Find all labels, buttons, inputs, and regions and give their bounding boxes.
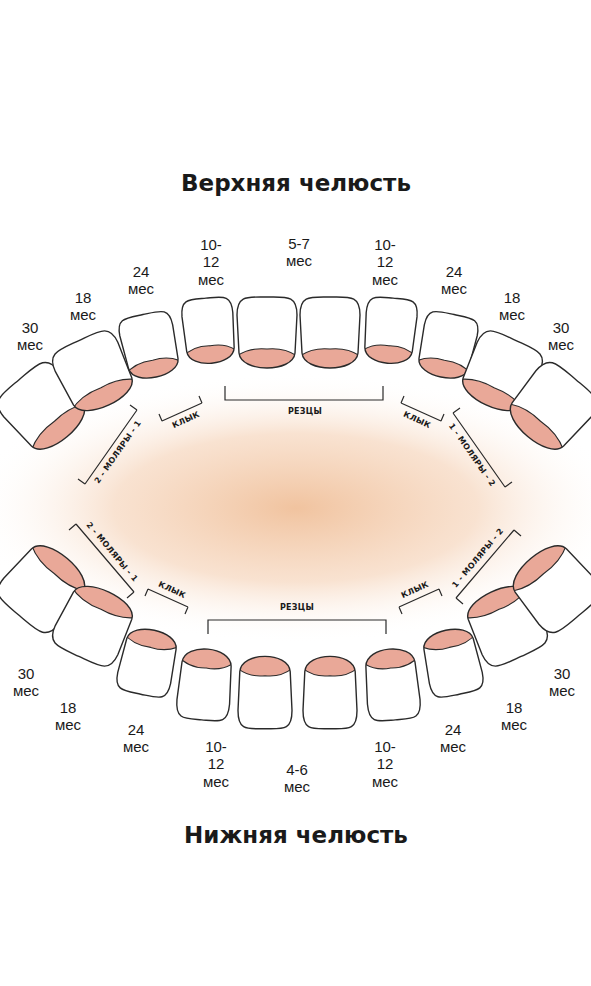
age-label: 10-12 мес: [203, 738, 229, 790]
lower-teeth: [0, 523, 591, 728]
age-label: 30 мес: [17, 319, 43, 354]
age-label: 30 мес: [549, 665, 575, 700]
group-brackets: [69, 386, 521, 634]
age-label: 24 мес: [441, 263, 467, 298]
age-label: 30 мес: [13, 665, 39, 700]
age-label: 18 мес: [55, 699, 81, 734]
age-label: 30 мес: [548, 319, 574, 354]
group-label: РЕЗЦЫ: [280, 603, 314, 612]
age-label: 18 мес: [70, 289, 96, 324]
age-label: 10-12 мес: [198, 236, 224, 288]
age-label: 10-12 мес: [372, 236, 398, 288]
age-label: 4-6 мес: [284, 761, 310, 796]
group-label: РЕЗЦЫ: [288, 407, 322, 416]
age-label: 24 мес: [440, 721, 466, 756]
age-label: 5-7 мес: [286, 235, 312, 270]
age-label: 18 мес: [501, 699, 527, 734]
jaw-caption: Нижняя челюсть: [184, 822, 408, 848]
age-label: 18 мес: [499, 289, 525, 324]
age-label: 10-12 мес: [372, 738, 398, 790]
jaw-title: Верхняя челюсть: [181, 170, 411, 196]
age-label: 24 мес: [128, 263, 154, 298]
age-label: 24 мес: [123, 721, 149, 756]
